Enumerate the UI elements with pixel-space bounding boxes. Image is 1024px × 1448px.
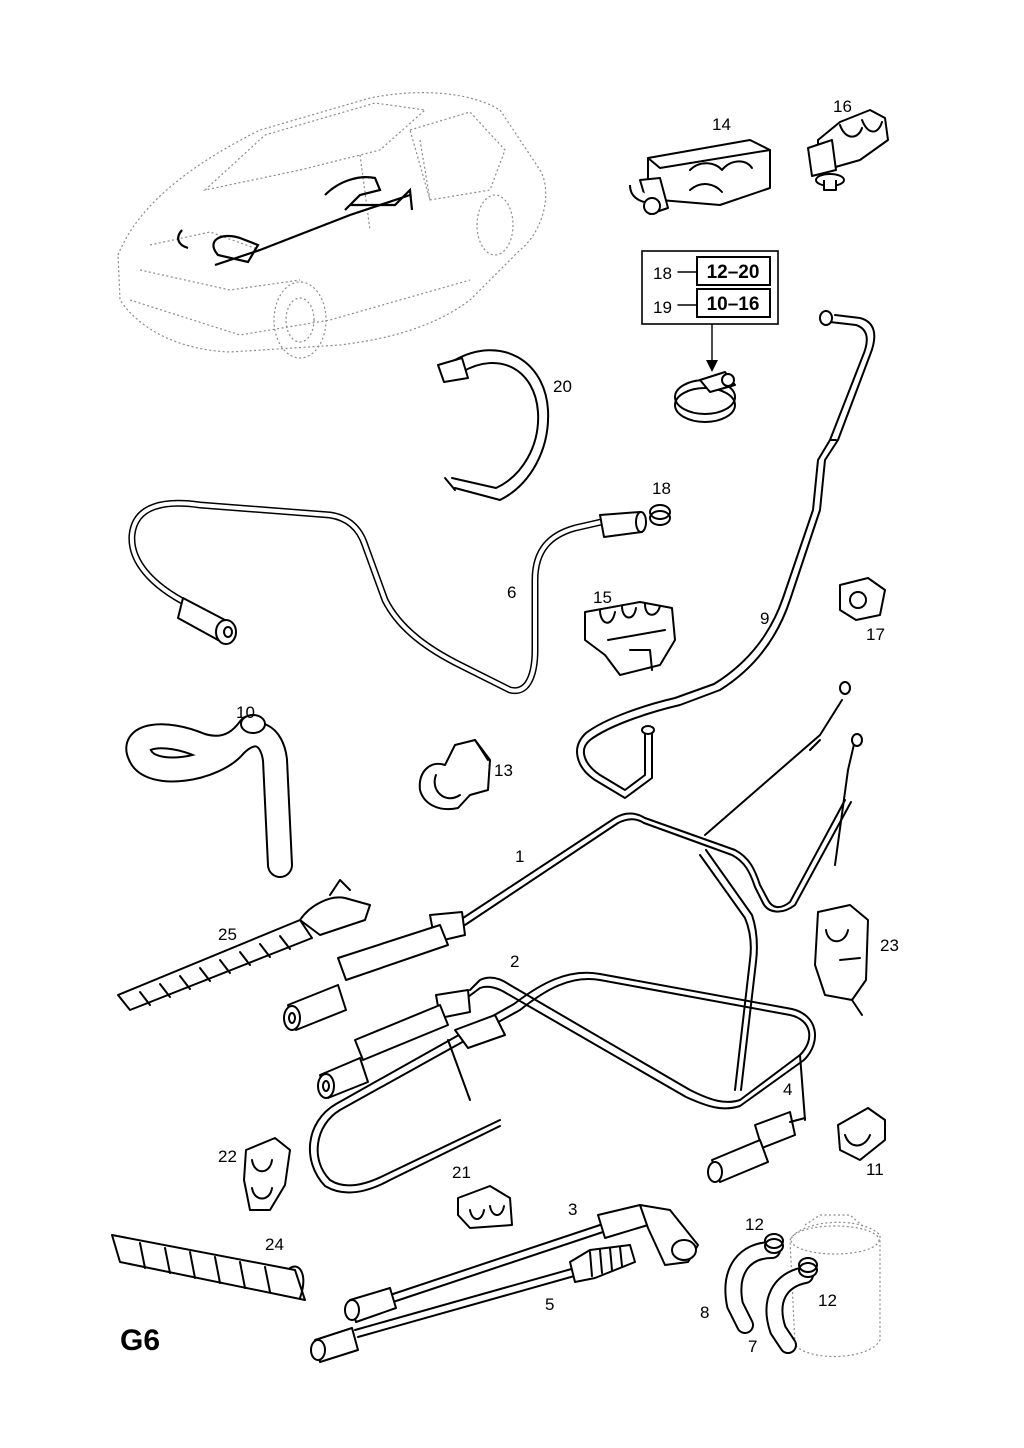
hose-clamp-size-table: 18 19 12–20 10–16 (641, 250, 779, 372)
callout-7: 7 (748, 1337, 757, 1356)
callout-16: 16 (833, 97, 852, 116)
callout-17: 17 (866, 625, 885, 644)
part-3-hose (344, 1204, 699, 1323)
part-23-clip (814, 904, 869, 1016)
callout-15: 15 (593, 588, 612, 607)
part-15-clip (584, 601, 676, 676)
callout-21: 21 (452, 1163, 471, 1182)
callout-12-upper: 12 (745, 1215, 764, 1234)
fluid-reservoir-outline (789, 1214, 881, 1358)
callout-8: 8 (700, 1303, 709, 1322)
callout-labels: 1 2 3 4 5 6 7 8 9 10 11 12 12 13 14 15 1… (218, 97, 899, 1356)
callout-5: 5 (545, 1295, 554, 1314)
callout-20: 20 (553, 377, 572, 396)
part-1-pipe-assembly (283, 681, 863, 1091)
part-7-hose (765, 1266, 814, 1354)
part-21-clip (457, 1185, 513, 1229)
part-4-pipe-end (707, 1111, 806, 1183)
part-18-small-clamp (649, 504, 671, 526)
size-table-size-18: 12–20 (707, 262, 760, 283)
callout-4: 4 (783, 1080, 792, 1099)
part-17-clip (839, 577, 886, 621)
callout-24: 24 (265, 1235, 284, 1254)
hose-clamp-illustration (674, 371, 736, 423)
size-table-ref-19: 19 (653, 298, 672, 317)
part-5-hose (310, 1244, 636, 1363)
vehicle-outline (117, 92, 547, 359)
part-11-clip (837, 1107, 886, 1161)
callout-3: 3 (568, 1200, 577, 1219)
part-14-clip (629, 139, 771, 215)
size-table-ref-18: 18 (653, 264, 672, 283)
part-6-hose (128, 499, 647, 695)
callout-10: 10 (236, 703, 255, 722)
callout-18: 18 (652, 479, 671, 498)
callout-13: 13 (494, 761, 513, 780)
part-22-clip (243, 1137, 291, 1211)
callout-12-lower: 12 (818, 1291, 837, 1310)
part-2-pipe-assembly (308, 971, 816, 1194)
part-20-band-clamp (437, 349, 550, 501)
sheet-id: G6 (120, 1324, 160, 1357)
callout-25: 25 (218, 925, 237, 944)
part-8-hose (724, 1241, 781, 1334)
callout-22: 22 (218, 1147, 237, 1166)
part-25-cable-tie (117, 879, 371, 1011)
callout-11: 11 (866, 1160, 884, 1179)
callout-6: 6 (507, 583, 516, 602)
callout-9: 9 (760, 609, 769, 628)
callout-1: 1 (515, 847, 524, 866)
part-24-edge-protector (111, 1234, 306, 1301)
callout-14: 14 (712, 115, 731, 134)
size-table-size-19: 10–16 (707, 294, 760, 315)
part-13-clip (418, 739, 491, 810)
part-9-pipe (576, 310, 876, 799)
part-10-hose (125, 714, 293, 878)
callout-2: 2 (510, 952, 519, 971)
part-12-clamps (764, 1233, 818, 1278)
part-16-clip (807, 109, 889, 191)
callout-23: 23 (880, 936, 899, 955)
